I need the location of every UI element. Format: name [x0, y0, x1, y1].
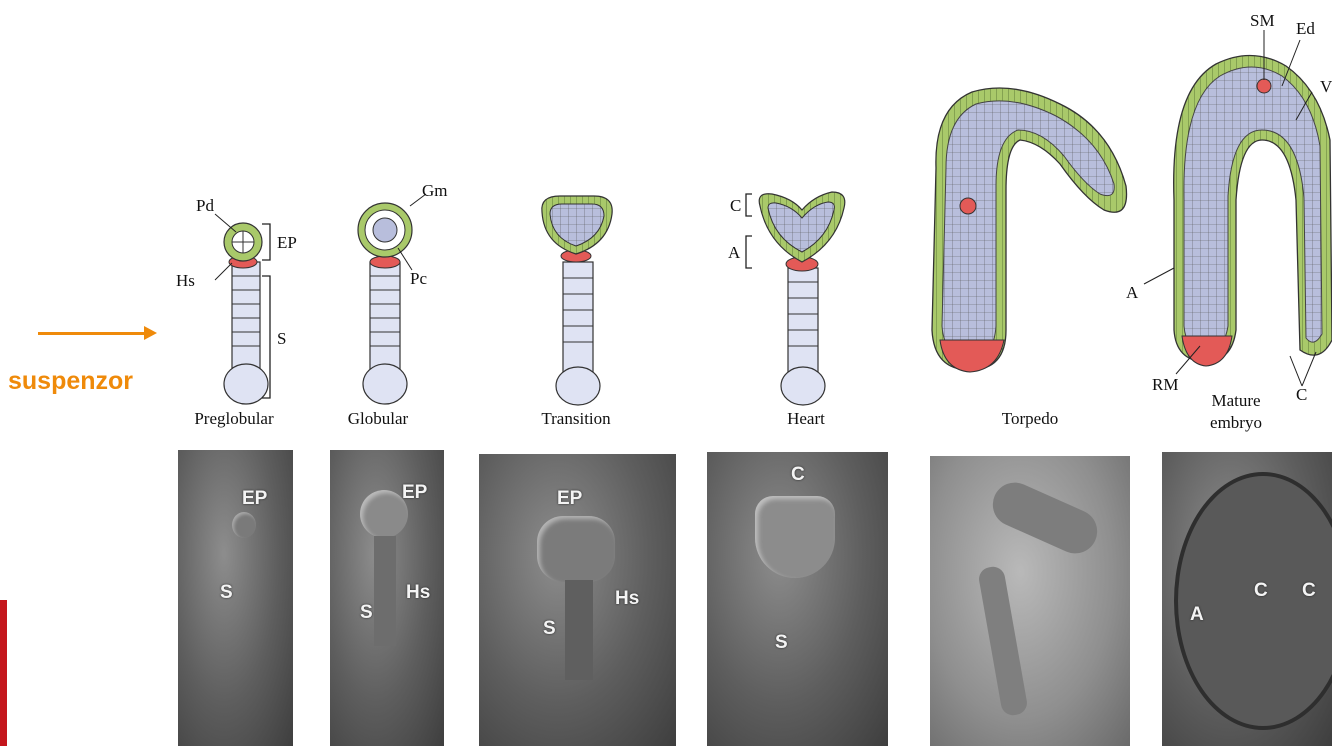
photo-label-s: S	[775, 632, 788, 654]
label-pc: Pc	[410, 269, 427, 288]
photo-label-ep: EP	[402, 482, 427, 504]
photo-label-c-2: C	[1302, 580, 1316, 602]
label-c-mature: C	[1296, 385, 1307, 404]
heart-diagram	[746, 192, 845, 405]
label-ep: EP	[277, 233, 297, 252]
preglobular-diagram	[215, 214, 270, 404]
label-c: C	[730, 196, 741, 215]
globular-diagram	[358, 194, 426, 404]
label-hs: Hs	[176, 271, 195, 290]
photo-label-hs: Hs	[615, 588, 639, 610]
photo-label-a: A	[1190, 604, 1204, 626]
photo-globular: EP Hs S	[330, 450, 444, 746]
photo-label-ep: EP	[242, 488, 267, 510]
transition-diagram	[542, 196, 612, 405]
stage-preglobular: Preglobular	[194, 409, 274, 428]
photo-torpedo	[930, 456, 1130, 746]
label-pd: Pd	[196, 196, 214, 215]
photo-label-s: S	[543, 618, 556, 640]
photo-transition: EP Hs S	[479, 454, 676, 746]
photo-preglobular: EP S	[178, 450, 293, 746]
stage-transition: Transition	[541, 409, 611, 428]
photo-label-c: C	[791, 464, 805, 486]
label-a: A	[728, 243, 741, 262]
stage-heart: Heart	[787, 409, 825, 428]
label-gm: Gm	[422, 181, 448, 200]
label-rm: RM	[1152, 375, 1178, 394]
photo-label-s: S	[360, 602, 373, 624]
photo-label-hs: Hs	[406, 582, 430, 604]
label-v: V	[1320, 77, 1332, 96]
label-ed: Ed	[1296, 19, 1315, 38]
photo-label-ep: EP	[557, 488, 582, 510]
photo-label-s: S	[220, 582, 233, 604]
mature-embryo-diagram	[1144, 30, 1332, 386]
stage-mature-line1: Mature	[1211, 391, 1260, 410]
label-a-mature: A	[1126, 283, 1139, 302]
torpedo-diagram	[932, 88, 1127, 372]
photo-label-c: C	[1254, 580, 1268, 602]
stage-mature-line2: embryo	[1210, 413, 1262, 432]
label-sm: SM	[1250, 11, 1275, 30]
photo-mature-embryo: A C C	[1162, 452, 1332, 746]
label-s: S	[277, 329, 286, 348]
photo-heart: C S	[707, 452, 888, 746]
stage-globular: Globular	[348, 409, 409, 428]
stage-torpedo: Torpedo	[1002, 409, 1058, 428]
